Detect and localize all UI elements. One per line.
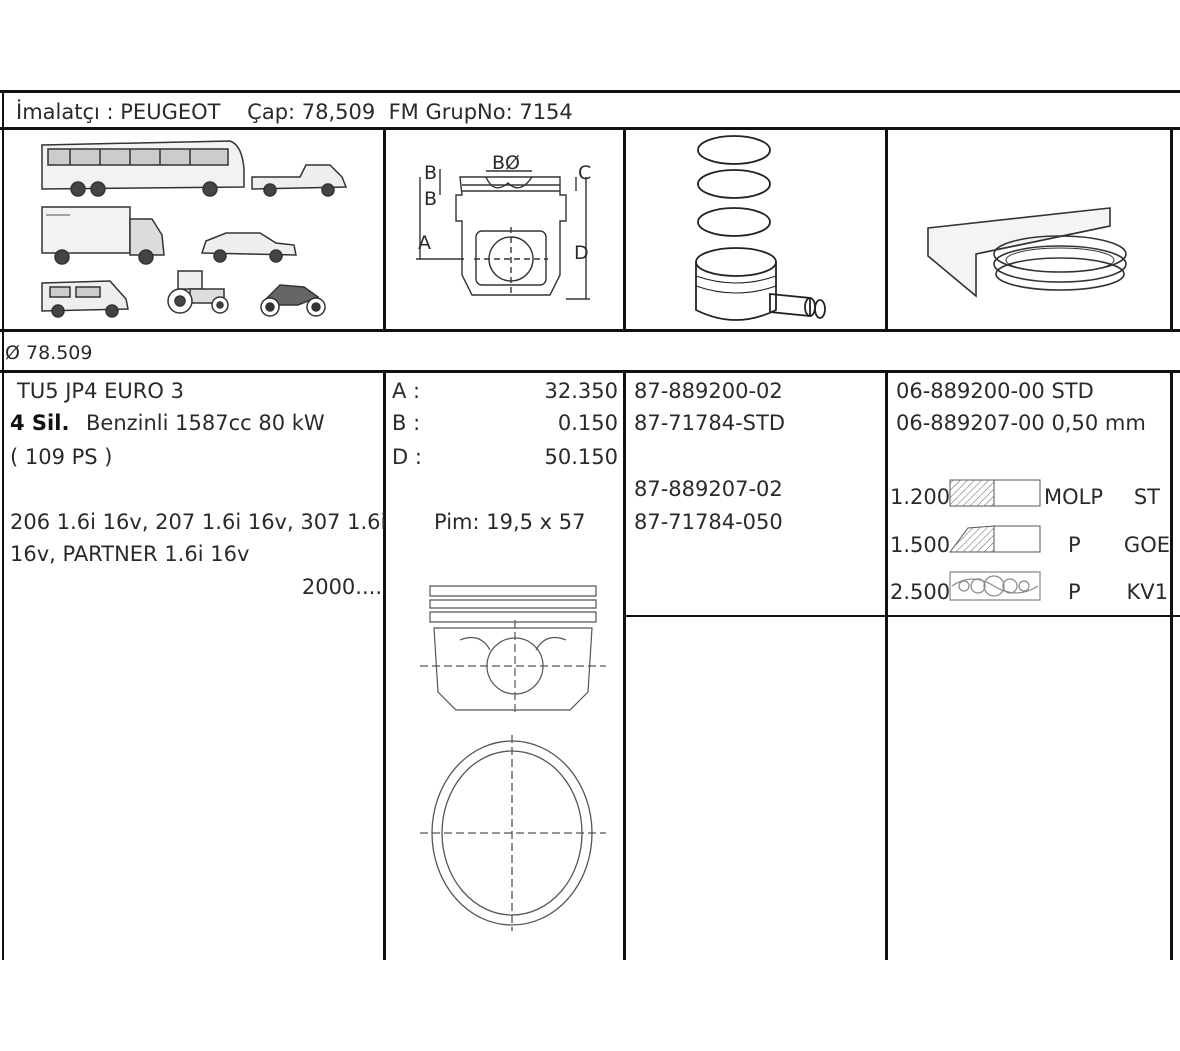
- piston-pin-size: Pim: 19,5 x 57: [434, 510, 586, 534]
- diameter-value: Ø 78.509: [5, 342, 93, 364]
- engine-power-ps: ( 109 PS ): [10, 445, 113, 469]
- piston-part-std: 87-889200-02: [634, 379, 783, 403]
- dimension-label-d: D :: [392, 445, 422, 469]
- ring-icon: [698, 170, 770, 198]
- ring-icon: [996, 258, 1124, 290]
- dimension-value-b: 0.150: [557, 411, 618, 435]
- ring-size-3: 2.500: [890, 580, 951, 604]
- column-divider-3-bottom: [885, 372, 888, 960]
- piston-dimension-diagram: [390, 135, 620, 325]
- piston-side-view: [420, 580, 606, 720]
- ring-type-2: P: [1068, 533, 1081, 557]
- ring-profile-1-icon: [948, 478, 1044, 508]
- engine-code: TU5 JP4 EURO 3: [17, 379, 184, 403]
- box-truck-icon: [42, 207, 164, 264]
- ring-size-1: 1.200: [890, 485, 951, 509]
- table-top-border: [0, 90, 1180, 93]
- header-divider: [0, 127, 1180, 130]
- ring-code-1: ST: [1133, 485, 1160, 509]
- piston-part-oversize: 87-889207-02: [634, 477, 783, 501]
- ring-profile-3-icon: [948, 570, 1044, 602]
- diagram-label-a: A: [418, 232, 431, 254]
- column-divider-4-top: [1170, 130, 1173, 330]
- dimension-label-b: B :: [392, 411, 421, 435]
- ring-icon: [698, 208, 770, 236]
- diameter-row-divider: [0, 370, 1180, 373]
- table-left-border: [2, 90, 4, 960]
- piston-pin-icon: [770, 294, 825, 318]
- diagram-label-b2: B: [424, 188, 438, 210]
- header-title: İmalatçı : PEUGEOT Çap: 78,509 FM GrupNo…: [16, 100, 573, 124]
- piston-top-view: [420, 735, 606, 935]
- piston-icon: [696, 248, 776, 320]
- ring-set-std: 06-889200-00 STD: [896, 379, 1094, 403]
- dimension-label-a: A :: [392, 379, 421, 403]
- engine-cylinders: 4 Sil.: [10, 411, 70, 435]
- van-icon: [42, 281, 128, 317]
- image-row-divider: [0, 329, 1180, 332]
- column-divider-2-top: [623, 130, 626, 330]
- right-section-divider: [624, 615, 1180, 617]
- column-divider-4-bottom: [1170, 372, 1173, 960]
- production-years: 2000....: [301, 575, 382, 599]
- ring-code-3: KV1: [1126, 580, 1169, 604]
- ring-code-2: GOE: [1123, 533, 1170, 557]
- ring-profile-2-icon: [948, 524, 1044, 554]
- engine-spec: Benzinli 1587cc 80 kW: [86, 411, 325, 435]
- diagram-label-b1: B: [424, 162, 438, 184]
- diagram-label-c: C: [578, 162, 592, 184]
- motorcycle-icon: [261, 285, 325, 316]
- pickup-truck-icon: [252, 165, 346, 196]
- vehicle-icons: [30, 135, 360, 325]
- vehicle-models-line2: 16v, PARTNER 1.6i 16v: [10, 542, 250, 566]
- ring-icon: [698, 136, 770, 164]
- ring-size-2: 1.500: [890, 533, 951, 557]
- diagram-label-d: D: [574, 242, 589, 264]
- column-divider-1-bottom: [383, 372, 386, 960]
- ring-icon: [994, 246, 1126, 282]
- bus-icon: [42, 141, 244, 196]
- ring-type-1: MOLP: [1044, 485, 1104, 509]
- piston-kit-illustration: [660, 130, 860, 330]
- pin-part-oversize: 87-71784-050: [634, 510, 783, 534]
- dimension-value-a: 32.350: [544, 379, 618, 403]
- vehicle-models-line1: 206 1.6i 16v, 207 1.6i 16v, 307 1.6i: [10, 510, 387, 534]
- dimension-value-d: 50.150: [544, 445, 618, 469]
- ring-type-3: P: [1068, 580, 1081, 604]
- diagram-label-bo: BØ: [492, 152, 520, 174]
- car-icon: [202, 233, 296, 262]
- ring-set-illustration: [920, 190, 1140, 310]
- column-divider-2-bottom: [623, 372, 626, 960]
- tractor-icon: [168, 271, 228, 313]
- pin-part-std: 87-71784-STD: [634, 411, 786, 435]
- column-divider-1-top: [383, 130, 386, 330]
- column-divider-3-top: [885, 130, 888, 330]
- ring-set-oversize: 06-889207-00 0,50 mm: [896, 411, 1146, 435]
